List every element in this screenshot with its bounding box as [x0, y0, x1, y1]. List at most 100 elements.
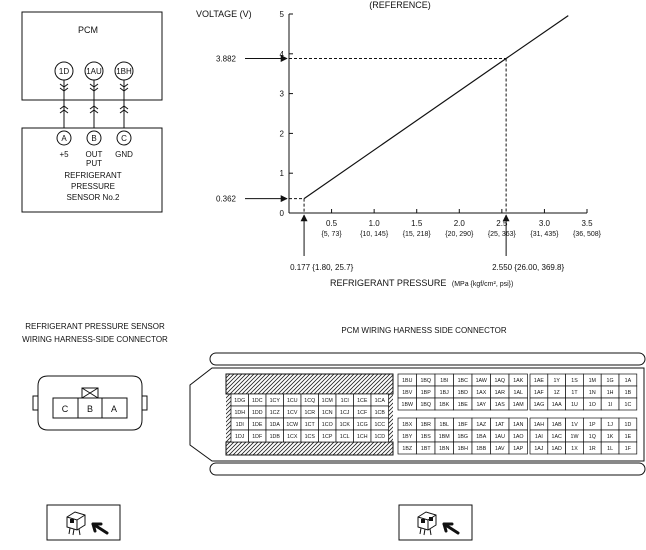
y-tick-label: 3 [280, 90, 285, 99]
pin-label: 1BK [439, 402, 449, 408]
pin-label: 1BV [402, 390, 412, 396]
pcm-terminal-1d: 1D [54, 61, 74, 81]
pcm-box [21, 11, 163, 101]
pin-cell [370, 429, 389, 443]
pin-label: 1AM [513, 402, 524, 408]
x-axis-label: REFRIGERANT PRESSURE [330, 278, 446, 288]
pin-label: 1AG [534, 402, 545, 408]
pin-label: 1X [571, 446, 578, 452]
pin-label: 1Y [553, 378, 560, 384]
x-tick-label: 0.5 [326, 219, 338, 228]
sensor-connector-title: WIRING HARNESS-SIDE CONNECTOR [22, 335, 168, 344]
pin-label: 1O [589, 402, 596, 408]
pin-label: 1DF [252, 434, 263, 440]
hatched-pin-area [388, 394, 393, 442]
pcm-terminal-1au: 1AU [84, 61, 104, 81]
x-tick-sublabel: {15, 218} [403, 231, 432, 238]
reference-x-label: 0.177 {1.80, 25.7} [290, 263, 354, 272]
pin-label: 1AT [495, 422, 505, 428]
locking-tab-icon [81, 387, 99, 399]
pcm-connector-bottom-rail [209, 462, 646, 476]
pin-cell [508, 441, 528, 455]
pin-label: 1CE [357, 398, 368, 404]
y-tick-label: 1 [280, 169, 285, 178]
pin-label: 1AK [513, 378, 523, 384]
pin-label: 1L [607, 446, 613, 452]
sensor-pin-function: PUT [86, 159, 102, 168]
pin-label: 1BP [421, 390, 431, 396]
pin-label: 1H [607, 390, 614, 396]
pin-label: 1BD [458, 390, 468, 396]
pin-label: 1CJ [340, 410, 350, 416]
x-tick-sublabel: {20, 290} [445, 231, 474, 238]
x-tick-label: 1.5 [411, 219, 423, 228]
pin-label: 1BU [402, 378, 412, 384]
pin-label: 1BG [457, 434, 468, 440]
harness-wires [59, 80, 129, 128]
pin-label: 1AP [513, 446, 523, 452]
pin-label: 1CB [375, 410, 386, 416]
pin-cell [618, 441, 638, 455]
reference-y-label: 0.362 [216, 195, 237, 204]
pin-label: 1F [625, 446, 632, 452]
pin-label: 1B [625, 390, 632, 396]
sensor-name: PRESSURE [71, 182, 115, 191]
pin-label: 1CS [305, 434, 316, 440]
pin-label: 1DB [270, 434, 281, 440]
x-tick-label: 2.0 [454, 219, 466, 228]
pin-label: 1AC [552, 434, 562, 440]
y-tick-label: 4 [280, 50, 285, 59]
pin-label: 1AZ [476, 422, 486, 428]
pin-label: 1AO [513, 434, 524, 440]
chart-series [303, 15, 569, 200]
sensor-terminal-a: A [56, 130, 72, 146]
pin-label: 1CQ [304, 398, 315, 404]
connector-view-icon [398, 504, 473, 541]
pin-label: 1AI [535, 434, 543, 440]
sensor-connector: REFRIGERANT PRESSURE SENSOR WIRING HARNE… [22, 322, 168, 431]
sensor-name: SENSOR No.2 [67, 193, 120, 202]
pin-label: 1K [607, 434, 614, 440]
pin-label: 1W [571, 434, 579, 440]
hatched-pin-area [225, 373, 394, 395]
pin-label: 1AJ [534, 446, 543, 452]
pin-label: 1G [607, 378, 614, 384]
pcm-terminal-label: 1BH [116, 67, 132, 76]
pin-label: 1CD [374, 434, 385, 440]
pin-label: 1CY [270, 398, 281, 404]
sensor-connector-pin: C [62, 404, 69, 414]
sensor-name: REFRIGERANT [64, 171, 121, 180]
pin-label: 1CV [287, 410, 298, 416]
pin-label: 1C [625, 402, 632, 408]
pin-label: 1S [571, 378, 578, 384]
pin-label: 1I [608, 402, 612, 408]
pin-label: 1BQ [420, 402, 431, 408]
x-axis-units: (MPa {kgf/cm², psi}) [452, 281, 513, 288]
pin-label: 1CW [286, 422, 298, 428]
pin-label: 1CN [322, 410, 333, 416]
pin-label: 1CA [375, 398, 386, 404]
pin-label: 1CU [287, 398, 298, 404]
pin-label: 1CP [322, 434, 333, 440]
pin-label: 1AX [476, 390, 486, 396]
sensor-pin-function: OUT [86, 150, 103, 159]
pin-label: 1DJ [235, 434, 245, 440]
pin-label: 1CH [357, 434, 368, 440]
pin-label: 1Z [554, 390, 561, 396]
sensor-terminal-label: C [121, 134, 127, 143]
hatched-pin-area [226, 394, 231, 442]
pcm-connector-title: PCM WIRING HARNESS SIDE CONNECTOR [341, 326, 506, 335]
x-tick-sublabel: {31, 435} [530, 231, 559, 238]
y-tick-label: 0 [280, 209, 285, 218]
pin-cell [508, 397, 528, 411]
pin-label: 1BY [402, 434, 412, 440]
pin-label: 1BH [458, 446, 468, 452]
pin-label: 1DE [252, 422, 263, 428]
pin-cell [618, 397, 638, 411]
pin-label: 1CG [357, 422, 368, 428]
pin-label: 1AF [534, 390, 544, 396]
